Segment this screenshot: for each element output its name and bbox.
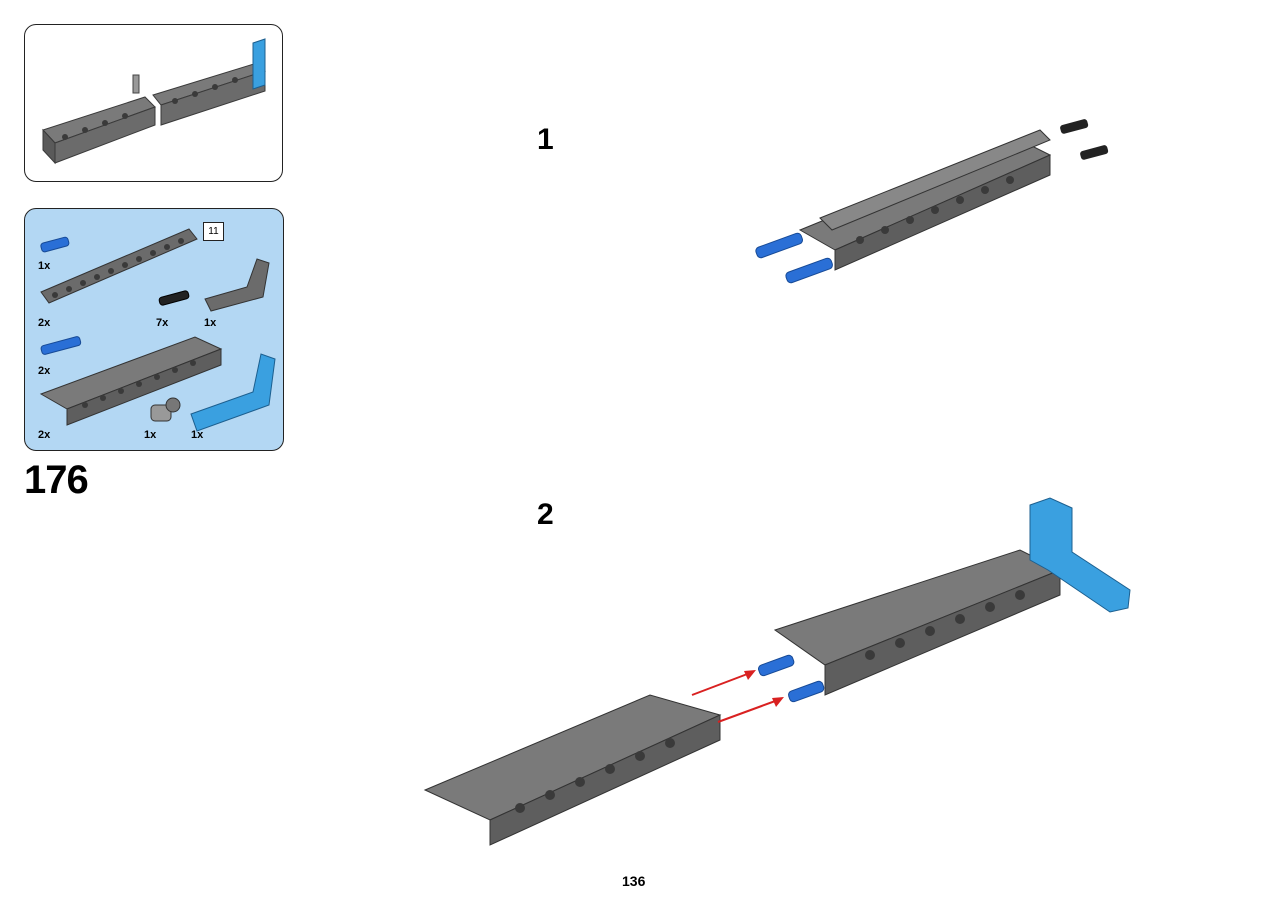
blue-l-liftarm-icon (190, 353, 276, 432)
grey-bent-liftarm-icon (204, 258, 270, 312)
blue-axle-pin-icon (40, 336, 82, 355)
grey-angle-connector-icon (150, 397, 181, 422)
assembly-preview-icon (42, 38, 266, 165)
part-quantity: 1x (191, 429, 204, 441)
sub-step-1-assembly-icon (755, 119, 1109, 284)
part-quantity: 1x (204, 317, 217, 329)
part-quantity: 2x (38, 429, 51, 441)
part-quantity: 2x (38, 365, 51, 377)
blue-axle-pin-icon (40, 236, 70, 253)
step-number: 176 (24, 458, 89, 502)
length-badge: 11 (203, 222, 224, 241)
sub-step-2-assembly-icon (423, 497, 1131, 846)
part-quantity: 7x (156, 317, 169, 329)
parts-list-panel: 1x 2x 7x 1x 2x 2x 1x 1x (24, 208, 284, 451)
assembly-preview-panel (24, 24, 283, 182)
grey-beam-frame-icon (39, 336, 223, 426)
part-quantity: 1x (144, 429, 157, 441)
sub-step-label: 2 (537, 498, 554, 531)
part-quantity: 1x (38, 260, 51, 272)
page-number: 136 (622, 873, 646, 889)
grey-liftarm-11-icon (40, 228, 198, 304)
part-quantity: 2x (38, 317, 51, 329)
sub-step-label: 1 (537, 123, 554, 156)
black-friction-pin-icon (158, 290, 190, 306)
parts-list-art (39, 228, 276, 432)
